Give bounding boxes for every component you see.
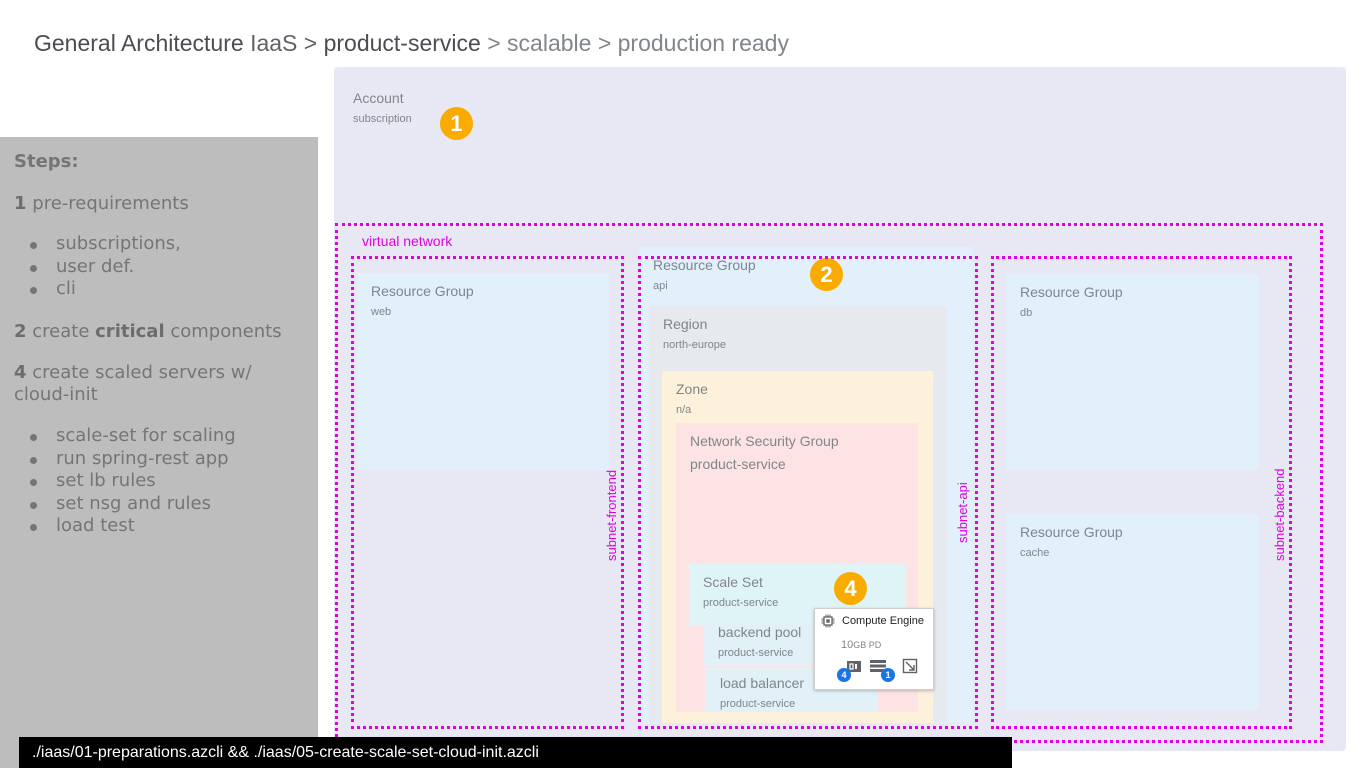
expand-icon[interactable] [902,658,918,674]
load-balancer-label: load balancer [720,675,805,691]
step-1: 1 pre-requirements [14,193,189,214]
instances-icon [847,661,861,672]
rg-web-box [357,273,609,470]
subnet-frontend-border [351,256,624,729]
rg-web-label: Resource Group [371,283,474,299]
step-4-list: scale-set for scaling run spring-rest ap… [28,425,236,538]
step-1-list: subscriptions, user def. cli [28,233,181,301]
title-product-service: product-service [323,30,481,56]
list-item: cli [28,278,181,301]
title-rest: > scalable > production ready [487,30,789,56]
subnet-api-label: subnet-api [955,482,970,543]
rg-db-box [1006,274,1259,470]
virtual-network-label: virtual network [362,233,453,249]
rg-cache-sub: cache [1020,547,1050,559]
region-label: Region [663,316,708,332]
nsg-label: Network Security Group [690,433,839,449]
instances-count-badge: 4 [837,668,851,682]
list-item: run spring-rest app [28,448,236,471]
list-item: subscriptions, [28,233,181,256]
rg-cache-label: Resource Group [1020,524,1123,540]
step-2: 2 create critical components [14,321,282,342]
title-main: General Architecture [34,30,244,56]
region-sub: north-europe [663,339,726,351]
rg-db-sub: db [1020,307,1033,319]
chip-icon [821,614,835,628]
disks-count-badge: 1 [881,668,895,682]
backend-pool-box [704,622,817,666]
list-item: scale-set for scaling [28,425,236,448]
list-item: load test [28,515,236,538]
steps-panel: Steps: 1 pre-requirements subscriptions,… [0,137,318,768]
backend-pool-sub: product-service [718,647,794,659]
disk-size: 10GB PD [841,639,882,651]
list-item: set lb rules [28,470,236,493]
scale-set-label: Scale Set [703,574,763,590]
badge-4: 4 [834,572,867,605]
rg-web-sub: web [371,306,392,318]
rg-db-label: Resource Group [1020,284,1123,300]
scale-set-sub: product-service [703,597,779,609]
account-sub: subscription [353,113,412,125]
subnet-frontend-label: subnet-frontend [604,469,619,561]
list-item: user def. [28,256,181,279]
subnet-api-border [638,256,978,729]
backend-pool-label: backend pool [718,624,802,640]
list-item: set nsg and rules [28,493,236,516]
subnet-backend-label: subnet-backend [1272,468,1287,561]
command-bar: ./iaas/01-preparations.azcli && ./iaas/0… [19,737,1012,768]
account-label: Account [353,90,404,106]
load-balancer-sub: product-service [720,698,796,710]
rg-api-sub: api [653,280,668,292]
subnet-backend-border [991,256,1292,729]
steps-heading: Steps: [14,151,79,172]
step-4-cont: cloud-init [14,384,98,405]
compute-engine-name: Compute Engine [842,615,924,627]
zone-sub: n/a [676,404,692,416]
badge-2: 2 [810,258,843,291]
badge-1: 1 [440,107,473,140]
rg-api-label: Resource Group [653,257,756,273]
nsg-sub: product-service [690,456,786,472]
page-title: General Architecture IaaS > product-serv… [34,30,789,57]
step-4: 4 create scaled servers w/ [14,362,252,383]
zone-label: Zone [676,381,708,397]
disks-icon [870,660,886,672]
title-iaas: IaaS > [250,30,318,56]
rg-cache-box [1006,514,1259,710]
compute-engine-card: Compute Engine 10GB PD 4 1 [814,608,934,690]
